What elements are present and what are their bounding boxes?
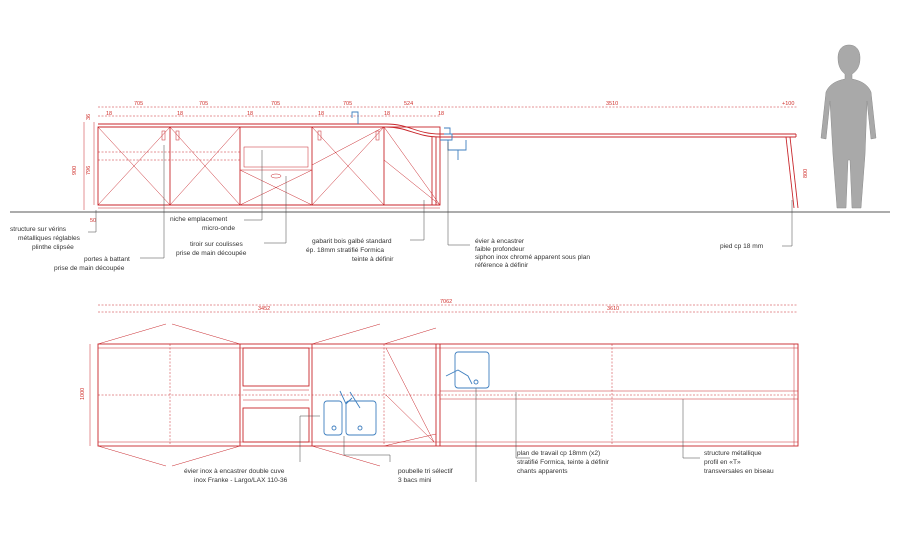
svg-text:plan de travail cp 18mm (x2): plan de travail cp 18mm (x2) bbox=[517, 450, 600, 457]
plan-leaders bbox=[299, 388, 700, 482]
dim-plinth: 50 bbox=[90, 218, 96, 224]
svg-text:gabarit bois galbé standard: gabarit bois galbé standard bbox=[312, 238, 392, 245]
dim-plan-depth: 1000 bbox=[80, 388, 86, 400]
svg-text:plinthe clipsée: plinthe clipsée bbox=[32, 244, 74, 251]
note-structure: structure sur vérins métalliques réglabl… bbox=[10, 226, 81, 251]
svg-text:référence à définir: référence à définir bbox=[475, 262, 529, 269]
dim-plan-left: 3452 bbox=[258, 306, 270, 312]
svg-text:niche emplacement: niche emplacement bbox=[170, 216, 227, 223]
svg-text:ép. 18mm stratifié Formica: ép. 18mm stratifié Formica bbox=[306, 247, 384, 254]
svg-text:faible profondeur: faible profondeur bbox=[475, 246, 525, 253]
svg-text:évier à encastrer: évier à encastrer bbox=[475, 238, 525, 245]
elevation-view: 705 705 705 705 524 3510 +100 18 18 18 1… bbox=[10, 101, 890, 272]
note-double-sink: évier inox à encastrer double cuve inox … bbox=[184, 468, 288, 484]
svg-text:tiroir sur coulisses: tiroir sur coulisses bbox=[190, 241, 243, 248]
svg-text:teinte à définir: teinte à définir bbox=[352, 256, 394, 263]
dim-joint-5: 18 bbox=[384, 111, 390, 117]
svg-text:structure sur vérins: structure sur vérins bbox=[10, 226, 67, 233]
svg-text:structure métallique: structure métallique bbox=[704, 450, 762, 457]
elevation-leaders bbox=[88, 142, 793, 259]
note-worktop: plan de travail cp 18mm (x2) stratifié F… bbox=[517, 450, 610, 475]
plan-worktop bbox=[97, 323, 799, 467]
dim-height-top: 36 bbox=[86, 114, 92, 120]
note-template: gabarit bois galbé standard ép. 18mm str… bbox=[306, 238, 394, 263]
dim-width-5: 524 bbox=[404, 101, 413, 107]
svg-text:prise de main découpée: prise de main découpée bbox=[176, 250, 247, 257]
dim-width-3: 705 bbox=[271, 101, 280, 107]
dim-width-2: 705 bbox=[199, 101, 208, 107]
svg-text:profil en «T»: profil en «T» bbox=[704, 459, 741, 466]
dim-joint-6: 18 bbox=[438, 111, 444, 117]
note-leg: pied cp 18 mm bbox=[720, 243, 764, 250]
plan-fixtures bbox=[323, 351, 490, 436]
svg-text:micro-onde: micro-onde bbox=[202, 225, 235, 232]
dim-width-6: 3510 bbox=[606, 101, 618, 107]
plan-view: 3452 7062 3610 1000 bbox=[80, 299, 799, 484]
svg-text:siphon inox chromé apparent so: siphon inox chromé apparent sous plan bbox=[475, 254, 590, 261]
svg-text:inox Franke - Largo/LAX 110-36: inox Franke - Largo/LAX 110-36 bbox=[194, 477, 288, 484]
sink-siphon-icon bbox=[440, 127, 467, 160]
svg-text:3 bacs mini: 3 bacs mini bbox=[398, 477, 432, 484]
svg-text:métalliques réglables: métalliques réglables bbox=[18, 235, 81, 242]
lower-cabinets bbox=[97, 123, 799, 209]
human-silhouette-icon bbox=[820, 44, 877, 209]
note-bin: poubelle tri sélectif 3 bacs mini bbox=[398, 468, 453, 484]
dim-joint-3: 18 bbox=[247, 111, 253, 117]
double-sink-icon bbox=[323, 390, 377, 436]
dim-joint-2: 18 bbox=[177, 111, 183, 117]
dim-height-total: 900 bbox=[72, 166, 78, 175]
faucet-icon bbox=[351, 111, 359, 124]
dim-height-worktop: 800 bbox=[803, 169, 809, 178]
svg-text:prise de main découpée: prise de main découpée bbox=[54, 265, 125, 272]
note-metal-structure: structure métallique profil en «T» trans… bbox=[704, 450, 774, 475]
note-niche: niche emplacement micro-onde bbox=[170, 216, 235, 232]
note-sink: évier à encastrer faible profondeur siph… bbox=[475, 238, 590, 269]
dim-joint-1: 18 bbox=[106, 111, 112, 117]
note-drawer: tiroir sur coulisses prise de main décou… bbox=[176, 241, 247, 257]
dim-plan-total: 7062 bbox=[440, 299, 452, 305]
dim-width-1: 705 bbox=[134, 101, 143, 107]
single-sink-icon bbox=[445, 351, 490, 389]
svg-text:transversales en biseau: transversales en biseau bbox=[704, 468, 774, 475]
svg-text:stratifié Formica, teinte à dé: stratifié Formica, teinte à définir bbox=[517, 459, 610, 466]
svg-text:évier inox à encastrer double: évier inox à encastrer double cuve bbox=[184, 468, 285, 475]
elevation-top-dimensions: 705 705 705 705 524 3510 +100 18 18 18 1… bbox=[98, 101, 798, 117]
elevation-fixtures bbox=[351, 111, 467, 160]
svg-text:portes à battant: portes à battant bbox=[84, 256, 130, 263]
dim-overhang: +100 bbox=[782, 101, 794, 107]
dim-plan-right: 3610 bbox=[607, 306, 619, 312]
svg-text:chants apparents: chants apparents bbox=[517, 468, 568, 475]
dim-height-body: 796 bbox=[86, 166, 92, 175]
dim-joint-4: 18 bbox=[318, 111, 324, 117]
note-doors: portes à battant prise de main découpée bbox=[54, 256, 130, 272]
plan-top-dimensions: 3452 7062 3610 1000 bbox=[80, 299, 798, 446]
dim-width-4: 705 bbox=[343, 101, 352, 107]
svg-text:poubelle tri sélectif: poubelle tri sélectif bbox=[398, 468, 453, 475]
